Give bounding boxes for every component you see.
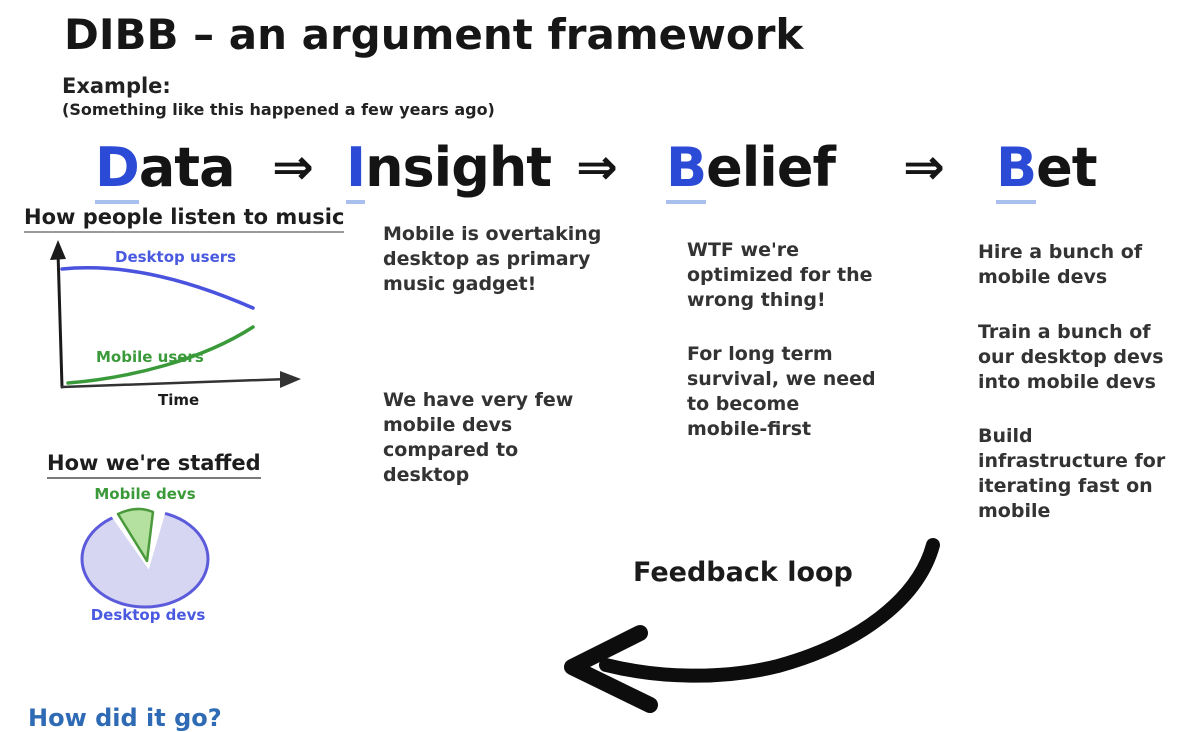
- header-initial-d: D: [95, 136, 140, 204]
- right-arrow-icon: ⇒: [272, 138, 314, 196]
- desktop-users-line: [60, 266, 255, 310]
- example-label: Example:: [62, 74, 171, 98]
- music-line-chart: Desktop users Mobile users Time: [50, 240, 301, 409]
- header-word-belief: Belief: [666, 136, 836, 204]
- belief-note-2: For long term survival, we need to becom…: [687, 343, 876, 441]
- desktop-devs-label: Desktop devs: [91, 606, 206, 624]
- header-rest-belief: elief: [706, 136, 836, 199]
- feedback-loop-arrow-icon: [564, 538, 940, 713]
- header-word-bet: Bet: [996, 136, 1098, 204]
- staffing-chart-heading: How we're staffed: [47, 451, 261, 479]
- header-initial-b1: B: [666, 136, 707, 204]
- bet-note-3: Build infrastructure for iterating fast …: [978, 425, 1166, 523]
- pie-mobile-wedge: [116, 507, 155, 563]
- desktop-users-label: Desktop users: [115, 248, 236, 266]
- example-note: (Something like this happened a few year…: [62, 100, 495, 119]
- header-rest-data: ata: [138, 136, 236, 199]
- insight-note-2: We have very few mobile devs compared to…: [383, 389, 574, 487]
- header-word-insight: Insight: [346, 136, 552, 204]
- partial-bottom-text: How did it go?: [28, 704, 222, 732]
- feedback-arrowhead: [564, 625, 658, 713]
- header-initial-i: I: [346, 136, 366, 204]
- mobile-users-label: Mobile users: [96, 348, 204, 366]
- mobile-devs-label: Mobile devs: [94, 485, 195, 503]
- header-rest-insight: nsight: [365, 136, 552, 199]
- bet-note-2: Train a bunch of our desktop devs into m…: [978, 321, 1164, 394]
- y-axis: [56, 250, 64, 389]
- feedback-loop-label: Feedback loop: [633, 557, 853, 588]
- header-word-data: Data: [95, 136, 236, 204]
- x-axis-arrowhead-icon: [280, 371, 301, 388]
- right-arrow-icon: ⇒: [576, 138, 618, 196]
- page-title: DIBB – an argument framework: [64, 10, 804, 59]
- x-axis: [60, 377, 290, 389]
- time-axis-label: Time: [158, 391, 199, 409]
- belief-note-1: WTF we're optimized for the wrong thing!: [687, 239, 873, 312]
- mobile-users-line: [66, 325, 255, 385]
- music-chart-heading: How people listen to music: [24, 205, 345, 233]
- right-arrow-icon: ⇒: [903, 138, 945, 196]
- insight-note-1: Mobile is overtaking desktop as primary …: [383, 223, 602, 296]
- y-axis-arrowhead-icon: [50, 240, 66, 260]
- feedback-arrow-curve: [599, 538, 940, 683]
- header-initial-b2: B: [996, 136, 1037, 204]
- header-rest-bet: et: [1036, 136, 1097, 199]
- staffing-pie-chart: Mobile devs Desktop devs: [80, 485, 210, 624]
- bet-note-1: Hire a bunch of mobile devs: [978, 241, 1143, 289]
